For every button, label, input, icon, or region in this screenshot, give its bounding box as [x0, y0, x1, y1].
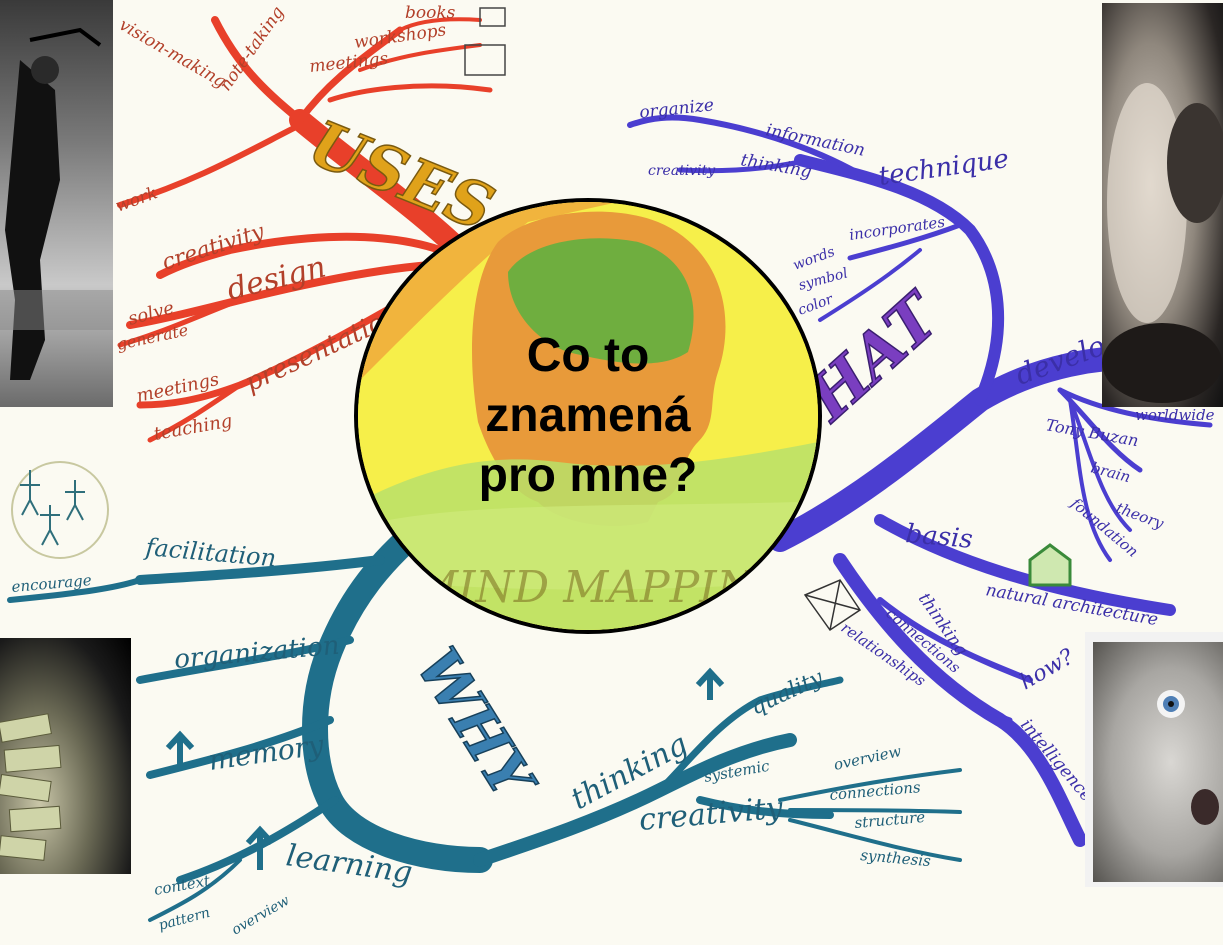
uses-item-books: books	[405, 3, 456, 23]
meeting-table-icon	[464, 7, 506, 76]
couple-photo	[1102, 3, 1223, 407]
golfer-photo	[0, 0, 113, 407]
brain-shape	[508, 238, 694, 364]
orange-branch-shape	[358, 202, 618, 382]
baby-photo	[1085, 632, 1223, 887]
what-item-creativity: creativity	[648, 163, 716, 179]
center-line-2: znamená	[485, 389, 691, 442]
center-line-1: Co to	[526, 329, 650, 382]
what-item-basis: basis	[904, 519, 974, 555]
what-item-worldwide: worldwide	[1135, 406, 1215, 424]
center-text: Co to znamená pro mne?	[358, 202, 818, 630]
mind-mapping-title: MIND MAPPING	[412, 562, 790, 613]
center-circle: MIND MAPPING Co to znamená pro mne?	[354, 198, 822, 634]
center-line-3: pro mne?	[478, 449, 698, 502]
money-photo	[0, 638, 131, 874]
stick-figures-icon	[11, 461, 109, 559]
arrow-up-icon	[165, 667, 725, 870]
house-icon	[1028, 543, 1072, 587]
